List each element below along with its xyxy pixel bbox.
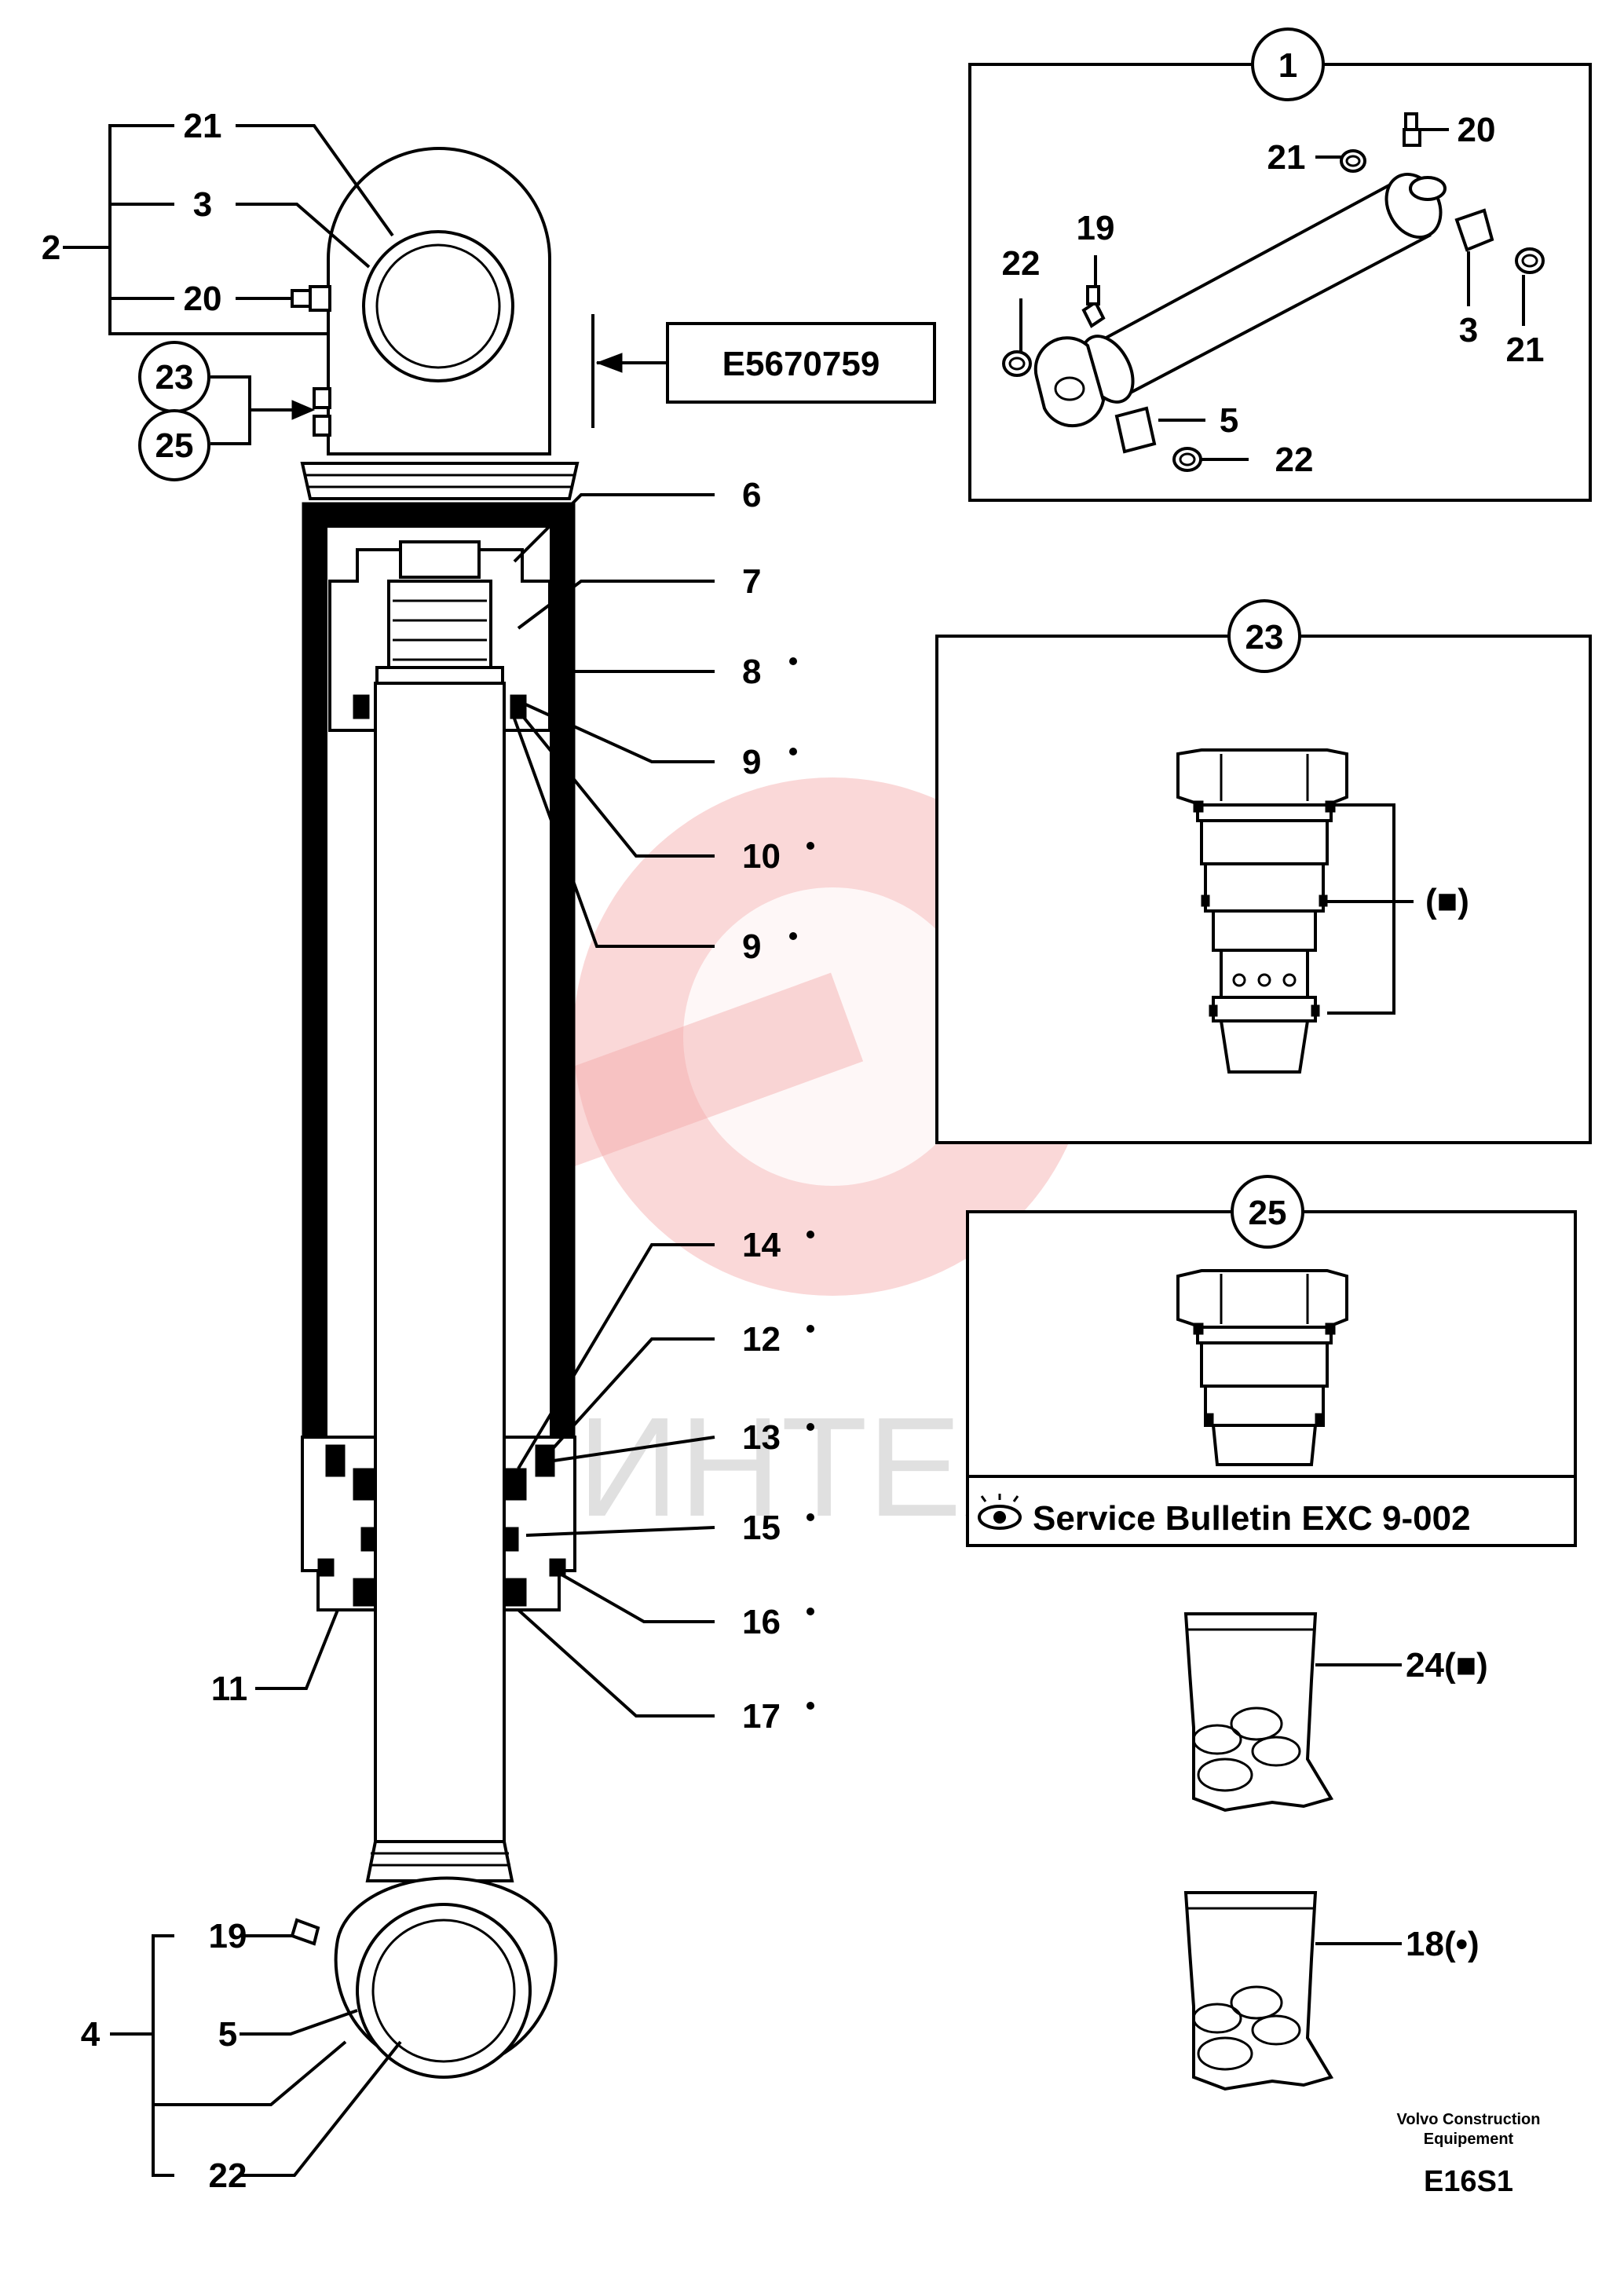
inset1-label-22b: 22	[1275, 441, 1314, 479]
inset1-label-21b: 21	[1506, 331, 1545, 369]
drawing-code: E16S1	[1424, 2165, 1513, 2198]
inset1-label-20: 20	[1458, 111, 1496, 149]
kit-24-label: 24(■)	[1406, 1646, 1488, 1685]
kit-18-label: 18(•)	[1406, 1925, 1480, 1963]
inset-25	[966, 1210, 1577, 1547]
reference-number: E5670759	[722, 345, 880, 383]
label-9b: 9	[742, 927, 761, 966]
label-13: 13	[742, 1418, 781, 1457]
callout-23: 23	[155, 358, 194, 397]
callout-circle-25	[138, 409, 210, 481]
label-10: 10	[742, 837, 781, 876]
callout-25: 25	[155, 426, 194, 465]
main-cylinder	[290, 147, 580, 2079]
label-20: 20	[184, 280, 222, 318]
label-5: 5	[218, 2015, 237, 2054]
eye-icon	[978, 1494, 1022, 1530]
inset1-label-19: 19	[1077, 209, 1115, 247]
callout-circle-25-inset	[1231, 1175, 1304, 1249]
label-16: 16	[742, 1603, 781, 1641]
main-leaders	[63, 124, 715, 2177]
callout-circle-1	[1251, 27, 1325, 101]
inset1-label-3: 3	[1459, 311, 1478, 349]
label-21-top: 21	[184, 107, 222, 145]
inset1-label-22a: 22	[1002, 244, 1041, 283]
inset1-callout: 1	[1278, 46, 1297, 85]
bullet-dots	[789, 657, 814, 1710]
label-6: 6	[742, 476, 761, 514]
company-line-2: Equipement	[1424, 2131, 1514, 2148]
reference-box	[666, 322, 936, 404]
label-17: 17	[742, 1697, 781, 1736]
kit-bag-18	[1183, 1891, 1402, 2091]
label-12: 12	[742, 1320, 781, 1359]
label-7: 7	[742, 562, 761, 601]
company-line-1: Volvo Construction	[1397, 2111, 1541, 2128]
label-9a: 9	[742, 743, 761, 781]
callout-circle-23-inset	[1227, 599, 1301, 673]
inset-23	[935, 635, 1592, 1144]
label-11: 11	[211, 1670, 248, 1708]
label-4: 4	[81, 2015, 101, 2054]
inset23-marker: (■)	[1425, 882, 1469, 920]
kit-bag-24	[1183, 1612, 1402, 1813]
inset-1	[968, 63, 1592, 502]
inset23-callout: 23	[1245, 618, 1284, 657]
label-14: 14	[742, 1226, 781, 1264]
inset1-label-5: 5	[1220, 401, 1238, 440]
label-22: 22	[209, 2156, 247, 2195]
inset25-callout: 25	[1249, 1194, 1287, 1232]
label-15: 15	[742, 1509, 781, 1547]
label-2: 2	[42, 229, 60, 267]
label-3-top: 3	[193, 185, 212, 224]
service-bulletin: Service Bulletin EXC 9-002	[1033, 1499, 1471, 1538]
label-8: 8	[742, 653, 761, 691]
label-19: 19	[209, 1917, 247, 1955]
inset1-label-21a: 21	[1267, 138, 1306, 177]
